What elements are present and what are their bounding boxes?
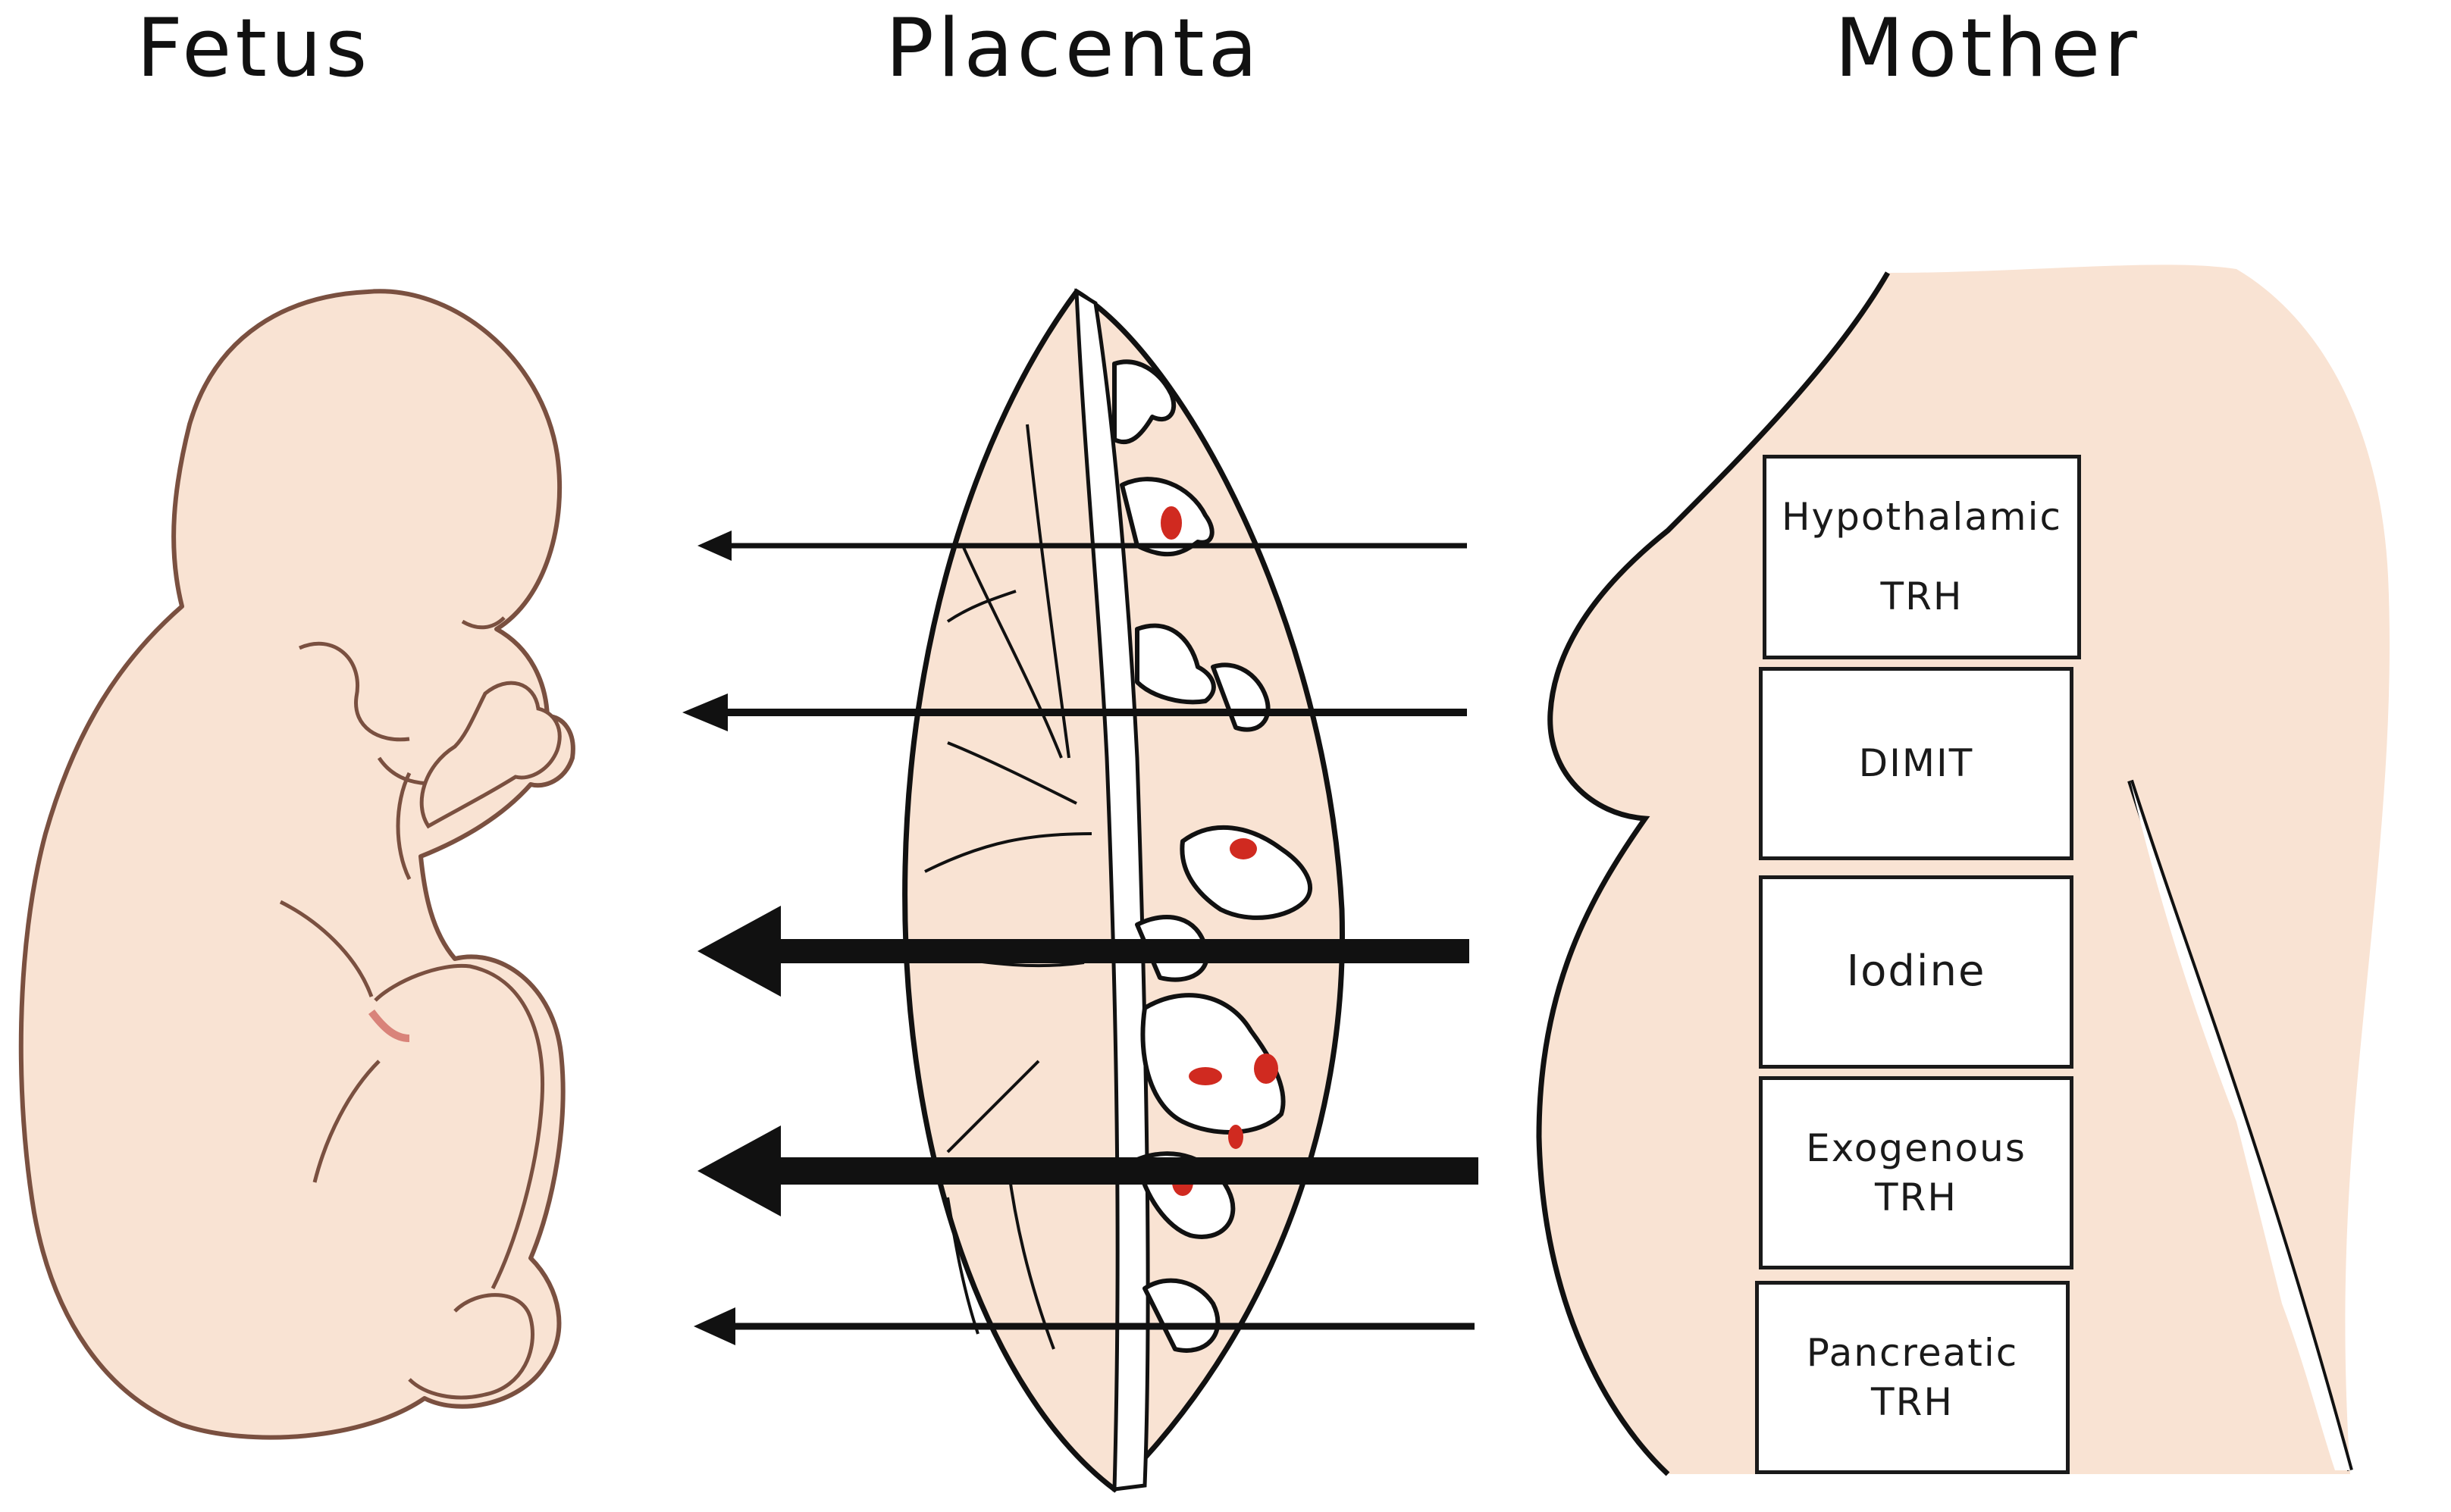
fetus-thigh (374, 963, 545, 1290)
box-iodine-line1: Iodine (1846, 947, 1986, 997)
box-iodine: Iodine (1759, 875, 2073, 1069)
transfer-arrows (682, 531, 1478, 1345)
mother-illustration (1536, 265, 2390, 1476)
heading-placenta: Placenta (885, 2, 1262, 95)
mother-front-contour (1536, 271, 1891, 1476)
arrow-pancreatic-trh (694, 1307, 1475, 1345)
mother-body (1539, 265, 2390, 1474)
heading-fetus: Fetus (136, 2, 371, 95)
heading-mother: Mother (1835, 2, 2141, 95)
box-dimit: DIMIT (1759, 667, 2073, 860)
fetus-body (18, 289, 575, 1440)
box-pancreatic-line2: TRH (1871, 1379, 1954, 1424)
fetus-ear (298, 641, 410, 742)
arrow-iodine (697, 906, 1469, 997)
mother-arm-inner (2130, 781, 2350, 1470)
box-exogenous-trh: Exogenous TRH (1759, 1076, 2073, 1269)
box-exogenous-line1: Exogenous (1806, 1125, 2026, 1170)
fetus-illustration (18, 289, 575, 1440)
fetus-eye (461, 616, 506, 630)
arrow-exogenous-trh (697, 1125, 1478, 1216)
box-pancreatic-trh: Pancreatic TRH (1755, 1281, 2070, 1474)
arrow-dimit (682, 693, 1467, 731)
fetus-hand (419, 681, 562, 829)
box-hypothalamic-line2: TRH (1880, 574, 1964, 618)
fetus-foot (408, 1293, 534, 1400)
placenta-vessel-channel (1074, 288, 1150, 1492)
placenta-illustration (902, 288, 1346, 1493)
box-exogenous-line2: TRH (1875, 1175, 1957, 1219)
arrow-hypothalamic-trh (697, 531, 1467, 561)
box-hypothalamic-trh: Hypothalamic TRH (1763, 455, 2081, 659)
fetus-leg-line (312, 1060, 381, 1183)
box-hypothalamic-line1: Hypothalamic (1781, 495, 2063, 539)
box-dimit-line1: DIMIT (1858, 741, 1974, 785)
fetus-back-line (279, 900, 374, 997)
fetus-cord-detail (368, 1009, 410, 1042)
fetus-arm (396, 772, 412, 881)
box-pancreatic-line1: Pancreatic (1806, 1330, 2019, 1375)
